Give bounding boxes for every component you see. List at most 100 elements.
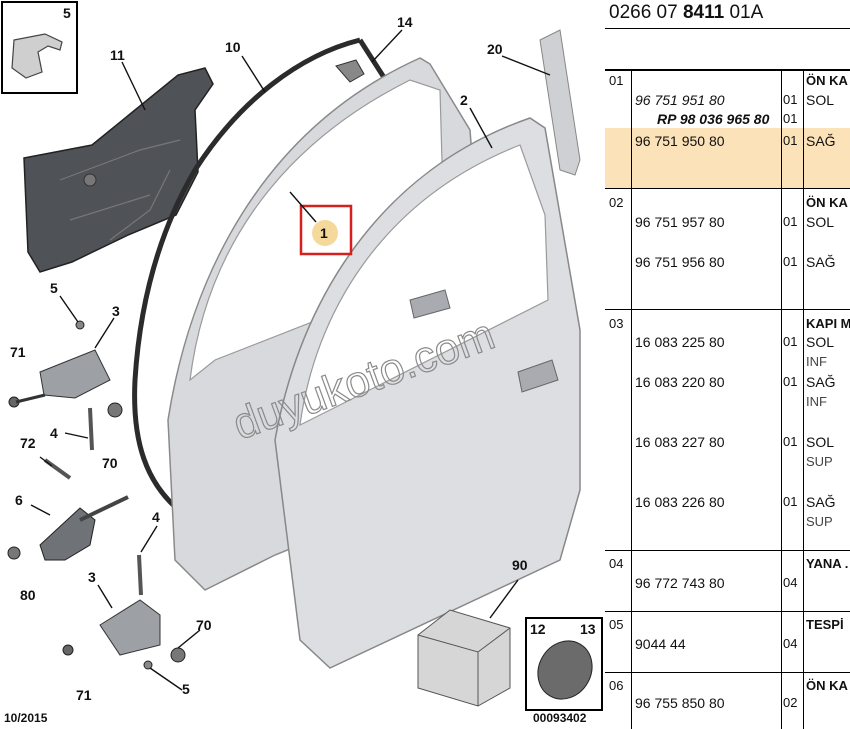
quantity: 01 <box>783 434 798 449</box>
part-title: ÖN KA <box>806 678 848 693</box>
door-weatherstrip-seal <box>132 37 361 517</box>
row-number: 05 <box>609 617 624 632</box>
table-row-05[interactable]: 05 9044 44 04 TESPİ <box>605 612 850 673</box>
table-row-03[interactable]: 03 16 083 225 80 16 083 220 80 16 083 22… <box>605 310 850 551</box>
callout-20: 20 <box>487 41 503 57</box>
nut-70-upper <box>107 402 123 418</box>
quantity: 01 <box>783 133 798 148</box>
nut-70-lower <box>170 647 186 663</box>
door-window-frame-front <box>299 144 549 427</box>
door-trim-panel-detail <box>59 139 181 241</box>
part-number[interactable]: 96 751 956 80 <box>635 254 725 270</box>
side-label: SOL <box>806 434 835 450</box>
bolt-72 <box>43 458 72 480</box>
part-number[interactable]: 16 083 227 80 <box>635 434 725 450</box>
footer-date: 10/2015 <box>4 711 48 725</box>
callout-1: 1 <box>320 225 328 241</box>
check-strap-arm <box>79 495 129 522</box>
callout-2: 2 <box>460 92 468 108</box>
part-number[interactable]: 96 751 951 80 <box>635 92 725 108</box>
part-number[interactable]: 16 083 225 80 <box>635 334 725 350</box>
quantity: 01 <box>783 92 798 107</box>
clip-5-upper <box>75 320 85 330</box>
callout-13: 13 <box>580 621 596 637</box>
quantity: 04 <box>783 575 798 590</box>
door-handle-recess-back <box>409 289 451 319</box>
plug-cap-drawing <box>537 640 593 700</box>
door-trim-panel <box>23 67 214 273</box>
side-label: SAĞ <box>806 133 836 149</box>
position-label: SUP <box>806 514 833 529</box>
quantity: 01 <box>783 494 798 509</box>
position-label: INF <box>806 354 827 369</box>
door-trim-hole <box>83 173 97 187</box>
callout-4-upper: 4 <box>50 425 58 441</box>
side-label: SAĞ <box>806 254 836 270</box>
part-number[interactable]: 16 083 226 80 <box>635 494 725 510</box>
part-title: TESPİ <box>806 617 844 632</box>
quantity: 04 <box>783 636 798 651</box>
clip-5-lower <box>143 660 153 670</box>
header-bar <box>605 28 850 71</box>
callout-70-upper: 70 <box>102 455 118 471</box>
part-number[interactable]: 96 755 850 80 <box>635 695 725 711</box>
clip-kit-box-top <box>417 627 511 706</box>
seal-clip-14 <box>335 59 365 83</box>
table-row-01[interactable]: 01 96 751 951 80 RP 98 036 965 80 96 751… <box>605 70 850 189</box>
part-number[interactable]: 96 751 950 80 <box>635 133 725 149</box>
callout-11: 11 <box>110 47 125 63</box>
exploded-parts-diagram: duyukoto.com 5 <box>1 1 603 725</box>
part-title: YANA . <box>806 556 849 571</box>
table-row-04[interactable]: 04 96 772 743 80 04 YANA . <box>605 551 850 612</box>
bolt-71-lower <box>62 644 74 656</box>
callout-3-upper: 3 <box>112 303 120 319</box>
side-label: SOL <box>806 214 835 230</box>
bolt-71-shaft-upper <box>15 393 46 404</box>
clip-kit-box <box>417 609 511 707</box>
row-number: 02 <box>609 195 624 210</box>
row-number: 04 <box>609 556 624 571</box>
clip-part-drawing <box>11 33 63 79</box>
part-number[interactable]: 16 083 220 80 <box>635 374 725 390</box>
quantity: 02 <box>783 695 798 710</box>
table-row-06[interactable]: 06 96 755 850 80 02 ÖN KA <box>605 673 850 729</box>
side-label: SOL <box>806 334 835 350</box>
part-title: ÖN KA <box>806 195 848 210</box>
parts-table: 0266 07 8411 01A 01 96 751 951 80 RP 98 … <box>605 0 850 729</box>
catalog-header-prefix: 0266 07 <box>609 2 683 23</box>
position-label: INF <box>806 394 827 409</box>
pin-4-upper <box>88 407 94 451</box>
callout-12: 12 <box>530 621 546 637</box>
row-number: 06 <box>609 678 624 693</box>
row-highlight-sag <box>605 128 850 188</box>
callout-5-inset: 5 <box>63 5 71 21</box>
b-pillar-trim <box>539 29 581 176</box>
catalog-header-suffix: 01A <box>724 2 764 23</box>
nut-80 <box>7 546 21 560</box>
callout-72: 72 <box>20 435 36 451</box>
part-number-replacement[interactable]: RP 98 036 965 80 <box>657 111 770 127</box>
callout-4-lower: 4 <box>152 509 160 525</box>
hinge-lower <box>99 599 161 656</box>
part-number[interactable]: 96 772 743 80 <box>635 575 725 591</box>
quantity: 01 <box>783 254 798 269</box>
callout-5-hinge: 5 <box>50 280 58 296</box>
highlight-dot-part-1 <box>312 220 338 246</box>
highlight-box-part-1 <box>299 204 353 256</box>
part-number[interactable]: 9044 44 <box>635 636 686 652</box>
position-label: SUP <box>806 454 833 469</box>
quantity: 01 <box>783 214 798 229</box>
side-label: SAĞ <box>806 494 836 510</box>
catalog-header: 0266 07 8411 01A <box>609 2 763 24</box>
row-number: 03 <box>609 316 624 331</box>
part-number[interactable]: 96 751 957 80 <box>635 214 725 230</box>
side-label: SAĞ <box>806 374 836 390</box>
callout-5-lower: 5 <box>182 681 190 697</box>
side-label: SOL <box>806 92 835 108</box>
callout-71-lower: 71 <box>76 687 92 703</box>
callout-10: 10 <box>225 39 241 55</box>
callout-90: 90 <box>512 557 528 573</box>
table-row-02[interactable]: 02 96 751 957 80 96 751 956 80 01 01 ÖN … <box>605 189 850 310</box>
part-title: KAPI M <box>806 316 850 331</box>
part-title: ÖN KA <box>806 73 848 88</box>
